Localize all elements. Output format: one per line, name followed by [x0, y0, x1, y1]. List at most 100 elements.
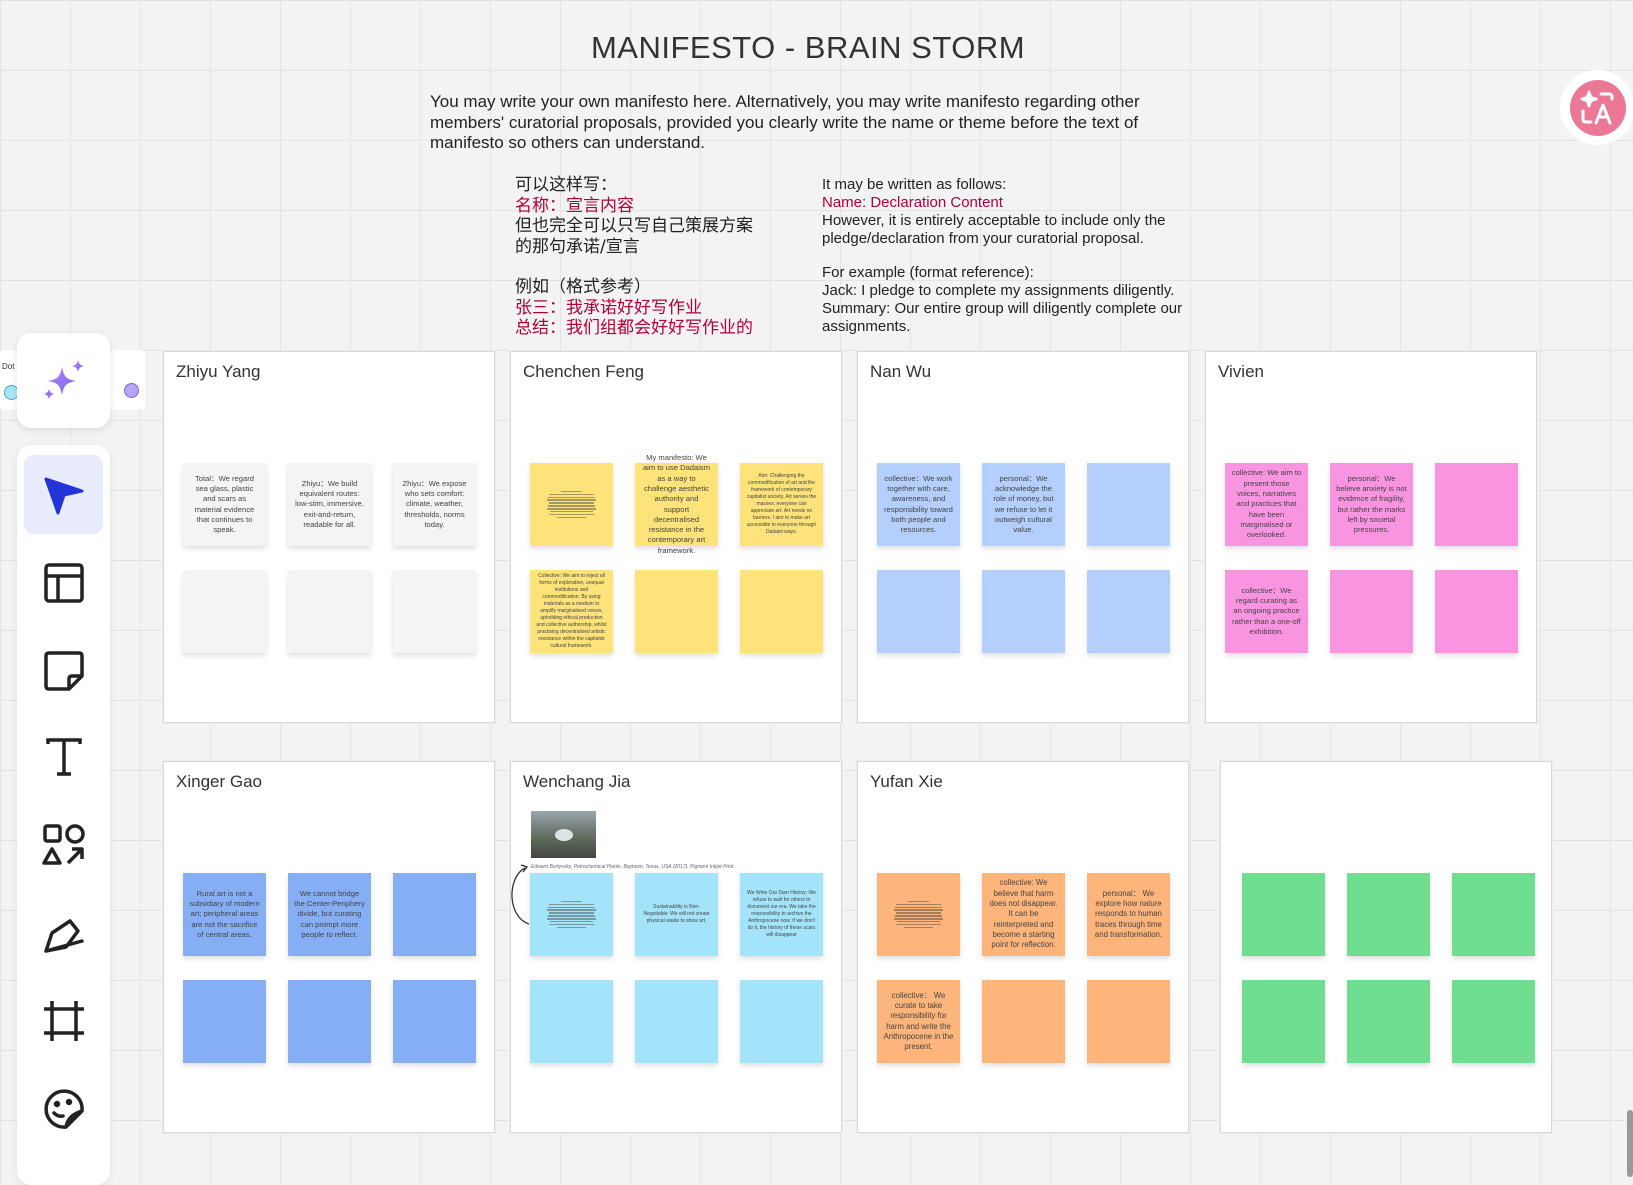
en-line: Summary: Our entire group will diligentl…: [822, 300, 1183, 335]
tool-stickers[interactable]: [24, 1069, 103, 1148]
photo-caption: Edward Burtynsky, Petrochemical Plants, …: [531, 864, 735, 870]
sticky-note[interactable]: [1435, 570, 1518, 653]
board-frame[interactable]: Chenchen Feng My manifesto: We aim to use…: [510, 351, 842, 723]
small-text-lines: [536, 490, 607, 519]
sticky-note[interactable]: personal：We believe anxiety is not evide…: [1330, 463, 1413, 546]
sticky-note[interactable]: We cannot bridge the Center-Periphery di…: [288, 873, 371, 956]
instructions-chinese: 可以这样写： 名称：宣言内容 但也完全可以只写自己策展方案 的那句承诺/宣言 例…: [515, 175, 753, 339]
board-title[interactable]: Chenchen Feng: [523, 362, 644, 381]
dot-label: Dot: [2, 362, 15, 371]
sticky-note[interactable]: [1087, 980, 1170, 1063]
board-title[interactable]: Wenchang Jia: [523, 772, 631, 791]
sticky-note[interactable]: Zhiyu：We build equivalent routes: low-st…: [288, 463, 371, 546]
tool-select[interactable]: [24, 455, 103, 534]
scrollbar[interactable]: [1627, 1110, 1633, 1177]
board-title[interactable]: Xinger Gao: [176, 772, 262, 791]
sticky-note[interactable]: [530, 463, 613, 546]
board-frame[interactable]: Nan Wu collective：We work together with c…: [857, 351, 1189, 723]
sticky-note[interactable]: Zhiyu：We expose who sets comfort: climat…: [393, 463, 476, 546]
sticky-note-text: Zhiyu：We expose who sets comfort: climat…: [402, 478, 467, 529]
sticky-note[interactable]: [1452, 980, 1535, 1063]
sticky-note[interactable]: My manifesto: We aim to use Dadaism as a…: [635, 453, 718, 555]
sticky-note[interactable]: personal： We explore how nature responds…: [1087, 873, 1170, 956]
sticky-note[interactable]: [1242, 980, 1325, 1063]
sticky-note[interactable]: [1242, 873, 1325, 956]
dot-purple[interactable]: [124, 383, 139, 398]
sticky-note[interactable]: [288, 570, 371, 653]
board-frame[interactable]: Vivien collective: We aim to present thos…: [1205, 351, 1537, 723]
board-title[interactable]: Zhiyu Yang: [176, 362, 261, 381]
sticky-note[interactable]: personal：We acknowledge the role of mone…: [982, 463, 1065, 546]
sticky-note[interactable]: [1347, 873, 1430, 956]
en-line: Jack: I pledge to complete my assignment…: [822, 282, 1175, 299]
sticky-note[interactable]: collective：We regard curating as an ongo…: [1225, 570, 1308, 653]
sticky-note[interactable]: Aim: Challenging the commodification of …: [740, 463, 823, 546]
sticky-note[interactable]: [1087, 570, 1170, 653]
sticky-note-text: My manifesto: We aim to use Dadaism as a…: [642, 453, 711, 555]
sticky-note[interactable]: collective：We work together with care, a…: [877, 463, 960, 546]
sticky-note-text: Collective: We aim to reject all forms o…: [536, 573, 607, 649]
sticky-note[interactable]: [635, 570, 718, 653]
sticky-note[interactable]: [740, 980, 823, 1063]
cn-line: 例如（格式参考）: [515, 277, 651, 297]
sticky-note[interactable]: Total：We regard sea glass, plastic and s…: [183, 463, 266, 546]
sticky-note[interactable]: collective: We aim to present those voic…: [1225, 463, 1308, 546]
artwork-photo[interactable]: [531, 811, 596, 858]
intro-text: You may write your own manifesto here. A…: [430, 92, 1140, 152]
sticky-note[interactable]: [530, 873, 613, 956]
sticky-note[interactable]: [982, 570, 1065, 653]
sticker-icon: [43, 1088, 84, 1129]
sticky-note-text: collective：We regard curating as an ongo…: [1232, 585, 1301, 636]
sticky-note[interactable]: [1087, 463, 1170, 546]
sticky-note[interactable]: We Write Our Own History: We refuse to w…: [740, 873, 823, 956]
sticky-note[interactable]: [393, 873, 476, 956]
tool-shapes[interactable]: [24, 805, 103, 884]
board-frame[interactable]: Yufan Xie collective: We believe that har…: [857, 761, 1189, 1133]
sticky-note[interactable]: [393, 570, 476, 653]
sticky-note[interactable]: [1347, 980, 1430, 1063]
sticky-note-text: Rural art is not a subsidiary of modern …: [189, 888, 260, 939]
sticky-note[interactable]: [530, 980, 613, 1063]
sticky-note[interactable]: Rural art is not a subsidiary of modern …: [183, 873, 266, 956]
tool-pen[interactable]: [24, 893, 103, 972]
tool-templates[interactable]: [24, 543, 103, 622]
connector-arrow-icon[interactable]: [507, 862, 537, 932]
en-line: For example (format reference):: [822, 264, 1034, 281]
sticky-note[interactable]: [183, 980, 266, 1063]
sticky-note[interactable]: collective： We curate to take responsibi…: [877, 980, 960, 1063]
ai-assistant-button[interactable]: [17, 333, 110, 428]
translate-button[interactable]: [1560, 70, 1633, 145]
sticky-note[interactable]: [877, 570, 960, 653]
board-title[interactable]: Vivien: [1218, 362, 1264, 381]
cn-line: 张三：我承诺好好写作业: [515, 297, 702, 318]
sticky-note[interactable]: collective: We believe that harm does no…: [982, 873, 1065, 956]
sticky-note[interactable]: Collective: We aim to reject all forms o…: [530, 570, 613, 653]
sticky-note-text: Zhiyu：We build equivalent routes: low-st…: [295, 478, 364, 529]
sticky-note[interactable]: [393, 980, 476, 1063]
tool-frame[interactable]: [24, 981, 103, 1060]
board-title[interactable]: Nan Wu: [870, 362, 932, 381]
small-text-lines: [883, 900, 954, 929]
tool-sticky-note[interactable]: [24, 631, 103, 710]
sticky-note[interactable]: [183, 570, 266, 653]
sticky-note[interactable]: [740, 570, 823, 653]
cn-line: 总结：我们组都会好好写作业的: [515, 318, 753, 338]
sticky-note[interactable]: [877, 873, 960, 956]
sticky-note[interactable]: Sustainability is Non-Negotiable: We wil…: [635, 873, 718, 956]
board-title[interactable]: Yufan Xie: [870, 772, 943, 791]
sticky-note[interactable]: [1330, 570, 1413, 653]
board-frame[interactable]: [1220, 761, 1552, 1133]
en-line: However, it is entirely acceptable to in…: [822, 212, 1166, 247]
page-title: MANIFESTO - BRAIN STORM: [590, 30, 1026, 65]
sticky-note[interactable]: [288, 980, 371, 1063]
pen-icon: [43, 918, 84, 953]
sticky-note[interactable]: [982, 980, 1065, 1063]
tool-text[interactable]: [24, 717, 103, 796]
sticky-note-text: We cannot bridge the Center-Periphery di…: [294, 888, 365, 939]
sticky-note[interactable]: [1435, 463, 1518, 546]
sticky-note[interactable]: [1452, 873, 1535, 956]
sticky-note[interactable]: [635, 980, 718, 1063]
